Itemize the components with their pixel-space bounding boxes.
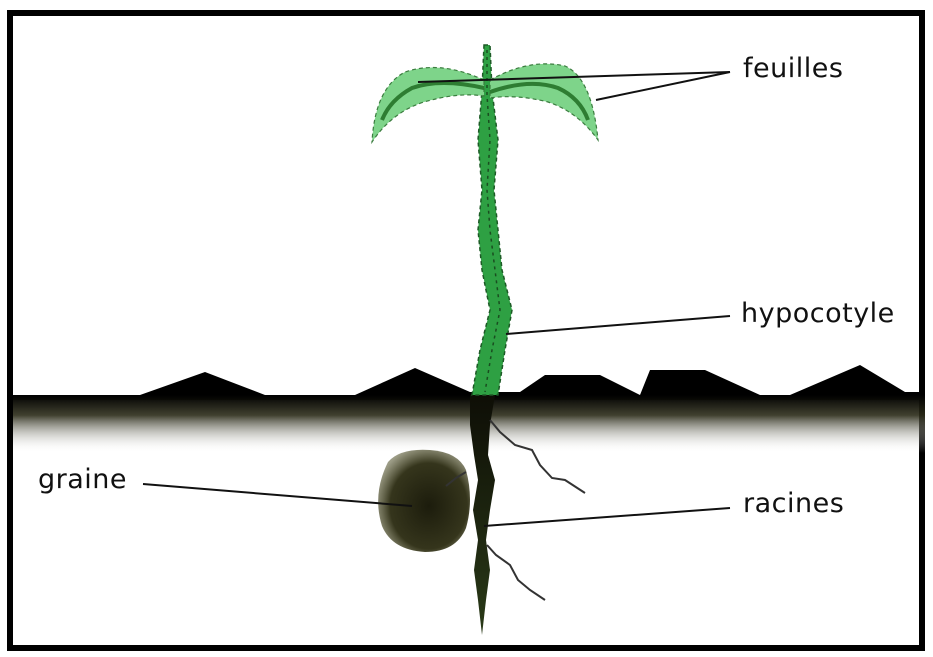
seed — [378, 450, 470, 552]
leader-line-graine — [143, 484, 412, 506]
leader-line-hypocotyle — [506, 316, 730, 334]
lateral-root — [487, 545, 545, 600]
leader-line-racines — [484, 508, 730, 526]
soil-surface — [13, 365, 925, 400]
soil-band — [13, 395, 925, 453]
label-graine: graine — [38, 466, 127, 493]
label-feuilles: feuilles — [743, 55, 843, 82]
leaf-right — [490, 64, 598, 140]
label-hypocotyle: hypocotyle — [741, 300, 895, 327]
label-racines: racines — [743, 490, 844, 517]
